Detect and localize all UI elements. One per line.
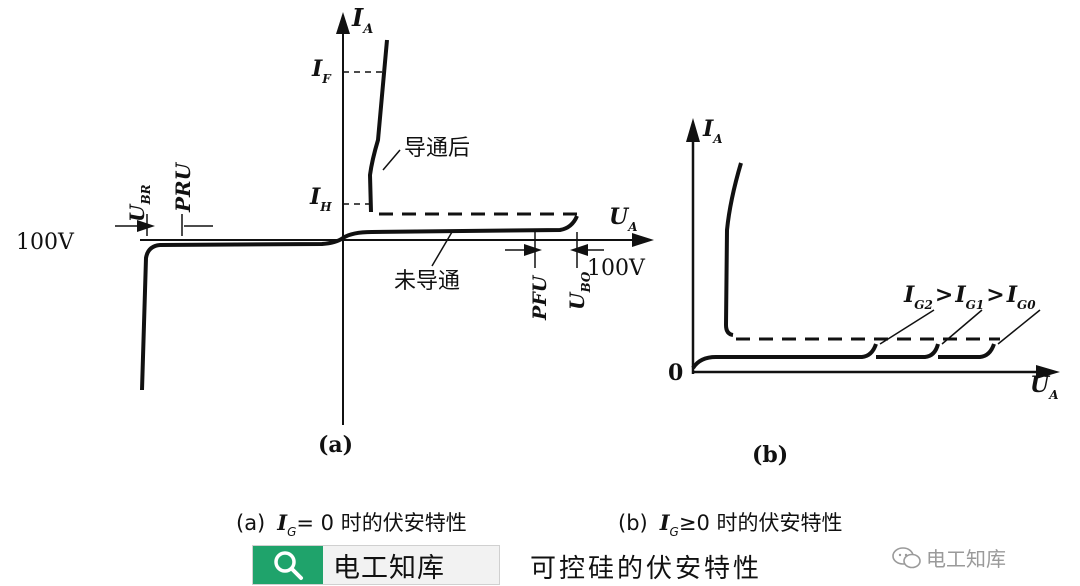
panel-a-forward-blocking-curve [341, 215, 579, 240]
brand-logo: 电工知库 [252, 545, 500, 585]
thyristor-iv-figure: IA IF IH UA 100V 100V 导通后 未导通 UBR PRU PF… [16, 3, 1060, 539]
panel-b-y-label: IA [702, 116, 723, 146]
caption-a: (a)IG= 0 时的伏安特性 [236, 510, 467, 539]
wechat-icon [892, 546, 921, 568]
panel-b-caption-label: (b) [752, 442, 788, 468]
panel-b-leader-ig1 [941, 309, 983, 345]
panel-b-blocking-curve-ig2 [691, 343, 878, 370]
panel-b: IA UA 0 IG2>IG1>IG0 (b) [668, 116, 1060, 468]
panel-b-gate-relation: IG2>IG1>IG0 [903, 282, 1036, 312]
panel-b-y-arrow [686, 118, 700, 142]
watermark-text: 电工知库 [926, 547, 1006, 571]
panel-b-conduction-curve [723, 162, 743, 337]
panel-a-on-state-label: 导通后 [404, 136, 470, 161]
panel-a-conduction-curve [367, 39, 389, 213]
panel-b-leader-ig0 [997, 309, 1041, 345]
panel-a-if-label: IF [311, 56, 332, 86]
panel-b-blocking-curve-ig1 [876, 343, 940, 359]
panel-a-x-label: UA [609, 204, 638, 234]
panel-a-pos-voltage: 100V [587, 256, 646, 281]
figure-captions: (a)IG= 0 时的伏安特性 (b)IG≥0 时的伏安特性 [236, 510, 843, 539]
brand-logo-text: 电工知库 [333, 552, 445, 584]
panel-a-ih-label: IH [309, 184, 332, 214]
panel-a-pru-label: PRU [171, 161, 195, 213]
panel-a-caption-label: (a) [318, 432, 353, 458]
panel-b-blocking-curve-ig0 [938, 343, 996, 359]
panel-a-off-state-label: 未导通 [394, 269, 460, 294]
panel-b-leader-ig2 [879, 309, 935, 345]
panel-a-neg-voltage: 100V [16, 230, 75, 255]
panel-b-origin-label: 0 [668, 360, 683, 386]
panel-a-x-arrow [632, 233, 654, 247]
caption-b: (b)IG≥0 时的伏安特性 [618, 510, 843, 539]
panel-a-reverse-curve [140, 236, 345, 391]
panel-a-pfu-label: PFU [529, 274, 551, 321]
panel-a-ubo-label: UBO [565, 271, 593, 310]
watermark: 电工知库 [892, 543, 1006, 572]
brand-logo-badge [253, 546, 323, 584]
page-title: 可控硅的伏安特性 [530, 554, 763, 584]
panel-a-off-leader [431, 231, 453, 267]
search-icon [274, 551, 303, 580]
panel-a-on-leader [382, 149, 401, 171]
panel-a: IA IF IH UA 100V 100V 导通后 未导通 UBR PRU PF… [16, 3, 654, 458]
panel-a-ubr-label: UBR [125, 184, 153, 222]
panel-b-x-label: UA [1030, 372, 1059, 402]
panel-b-x-arrow [1036, 365, 1060, 379]
panel-a-y-label: IA [351, 3, 373, 37]
panel-a-y-arrow [336, 12, 350, 34]
